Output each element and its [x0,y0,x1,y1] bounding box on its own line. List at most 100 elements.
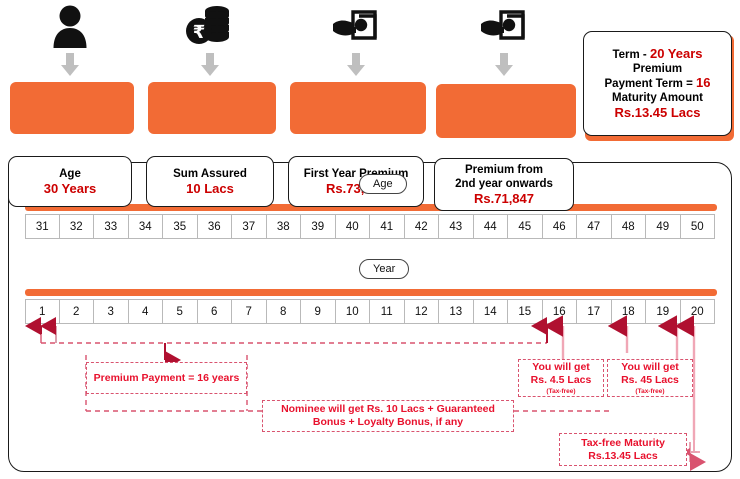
person-icon [8,0,132,52]
callout-payout-year16: You will get Rs. 4.5 Lacs (Tax-free) [518,359,604,397]
age-cell: 47 [577,214,612,239]
year-cell: 3 [94,299,129,324]
rupee-coins-icon: ₹ [146,0,274,52]
callout-line: Premium Payment = 16 years [93,371,240,384]
payment-term-value: 16 [696,74,711,90]
card-body-recurring-premium: Premium from 2nd year onwards Rs.71,847 [434,158,574,211]
year-cell: 20 [680,299,715,324]
callout-nominee: Nominee will get Rs. 10 Lacs + Guarantee… [262,400,514,432]
age-cell: 44 [473,214,508,239]
down-arrow-icon [8,52,132,78]
year-row-label: Year [359,259,410,279]
year-cell: 1 [25,299,60,324]
age-cell: 36 [197,214,232,239]
summary-cards-section: Age 30 Years ₹ Sum Assured [0,0,740,211]
card-line: Rs.71,847 [474,190,534,206]
card-line-payterm: Payment Term = 16 [604,74,711,91]
term-value: 20 Years [649,45,703,61]
year-cell: 11 [370,299,405,324]
age-cell: 49 [646,214,681,239]
summary-card-first-year-premium: First Year Premium Rs.73,428 [288,0,426,207]
age-cell: 40 [335,214,370,239]
age-cell: 46 [542,214,577,239]
year-cell: 8 [266,299,301,324]
callout-line: Rs. 45 Lacs [621,373,679,386]
age-cell: 33 [94,214,129,239]
down-arrow-icon [146,52,274,78]
age-row-label: Age [359,174,407,194]
age-cell: 38 [266,214,301,239]
age-cell: 41 [370,214,405,239]
card-body-term-maturity: Term - 20 Years Premium Payment Term = 1… [583,31,732,136]
card-line: Premium from [465,163,543,176]
card-line-term: Term - 20 Years [612,45,703,62]
age-axis-bar [25,204,717,211]
year-cell: 15 [508,299,543,324]
hand-cash-icon [434,0,574,52]
card-line: Maturity Amount [612,91,703,104]
card-body-sum-assured: Sum Assured 10 Lacs [146,156,274,207]
term-label: Term - [612,48,650,61]
year-cell: 16 [542,299,577,324]
summary-card-recurring-premium: Premium from 2nd year onwards Rs.71,847 [434,0,576,211]
callout-line: You will get [621,360,679,373]
callout-line: Nominee will get Rs. 10 Lacs + Guarantee… [281,403,495,415]
year-cell: 18 [611,299,646,324]
year-axis-bar [25,289,717,296]
year-cell: 17 [577,299,612,324]
year-cell: 9 [301,299,336,324]
callout-note: (Tax-free) [546,387,576,395]
payment-term-label: Payment Term = [604,77,697,90]
year-cell: 7 [232,299,267,324]
summary-card-sum-assured: ₹ Sum Assured 10 Lacs [146,0,276,207]
summary-card-term-maturity: Term - 20 Years Premium Payment Term = 1… [583,0,734,141]
age-cell: 42 [404,214,439,239]
hand-cash-icon [288,0,424,52]
card-shadow [290,82,426,134]
card-shadow [436,84,576,138]
summary-card-age: Age 30 Years [8,0,134,207]
callout-line: Bonus + Loyalty Bonus, if any [312,416,464,428]
age-cell: 43 [439,214,474,239]
svg-text:₹: ₹ [193,22,206,43]
age-cell: 45 [508,214,543,239]
card-shadow [148,82,276,134]
age-cell: 39 [301,214,336,239]
age-cell: 34 [128,214,163,239]
callout-line: You will get [532,360,590,373]
callout-maturity: Tax-free Maturity Rs.13.45 Lacs [559,433,687,466]
year-cell: 14 [473,299,508,324]
age-cell: 37 [232,214,267,239]
year-cell: 2 [59,299,94,324]
year-cell: 4 [128,299,163,324]
callout-payout-year18: You will get Rs. 45 Lacs (Tax-free) [607,359,693,397]
age-cell: 35 [163,214,198,239]
year-cell: 5 [163,299,198,324]
age-cell: 50 [680,214,715,239]
down-arrow-icon [288,52,424,78]
year-cell: 19 [646,299,681,324]
card-line: Premium [632,62,683,75]
year-cell: 6 [197,299,232,324]
callout-line: Rs.13.45 Lacs [588,449,658,462]
card-body-age: Age 30 Years [8,156,132,207]
down-arrow-icon [434,52,574,78]
card-line: 2nd year onwards [455,177,553,190]
age-cell: 31 [25,214,60,239]
callout-premium-payment: Premium Payment = 16 years [86,362,247,394]
callout-line: Tax-free Maturity [581,436,665,449]
card-line: 10 Lacs [186,180,234,196]
card-line: Rs.13.45 Lacs [614,104,701,120]
year-cell: 12 [404,299,439,324]
year-cell: 10 [335,299,370,324]
card-line: Age [59,167,81,180]
card-line: Sum Assured [173,167,247,180]
card-line: 30 Years [43,180,97,196]
age-cell: 48 [611,214,646,239]
card-shadow [10,82,134,134]
year-cell: 13 [439,299,474,324]
callout-line: Rs. 4.5 Lacs [530,373,592,386]
age-cell: 32 [59,214,94,239]
